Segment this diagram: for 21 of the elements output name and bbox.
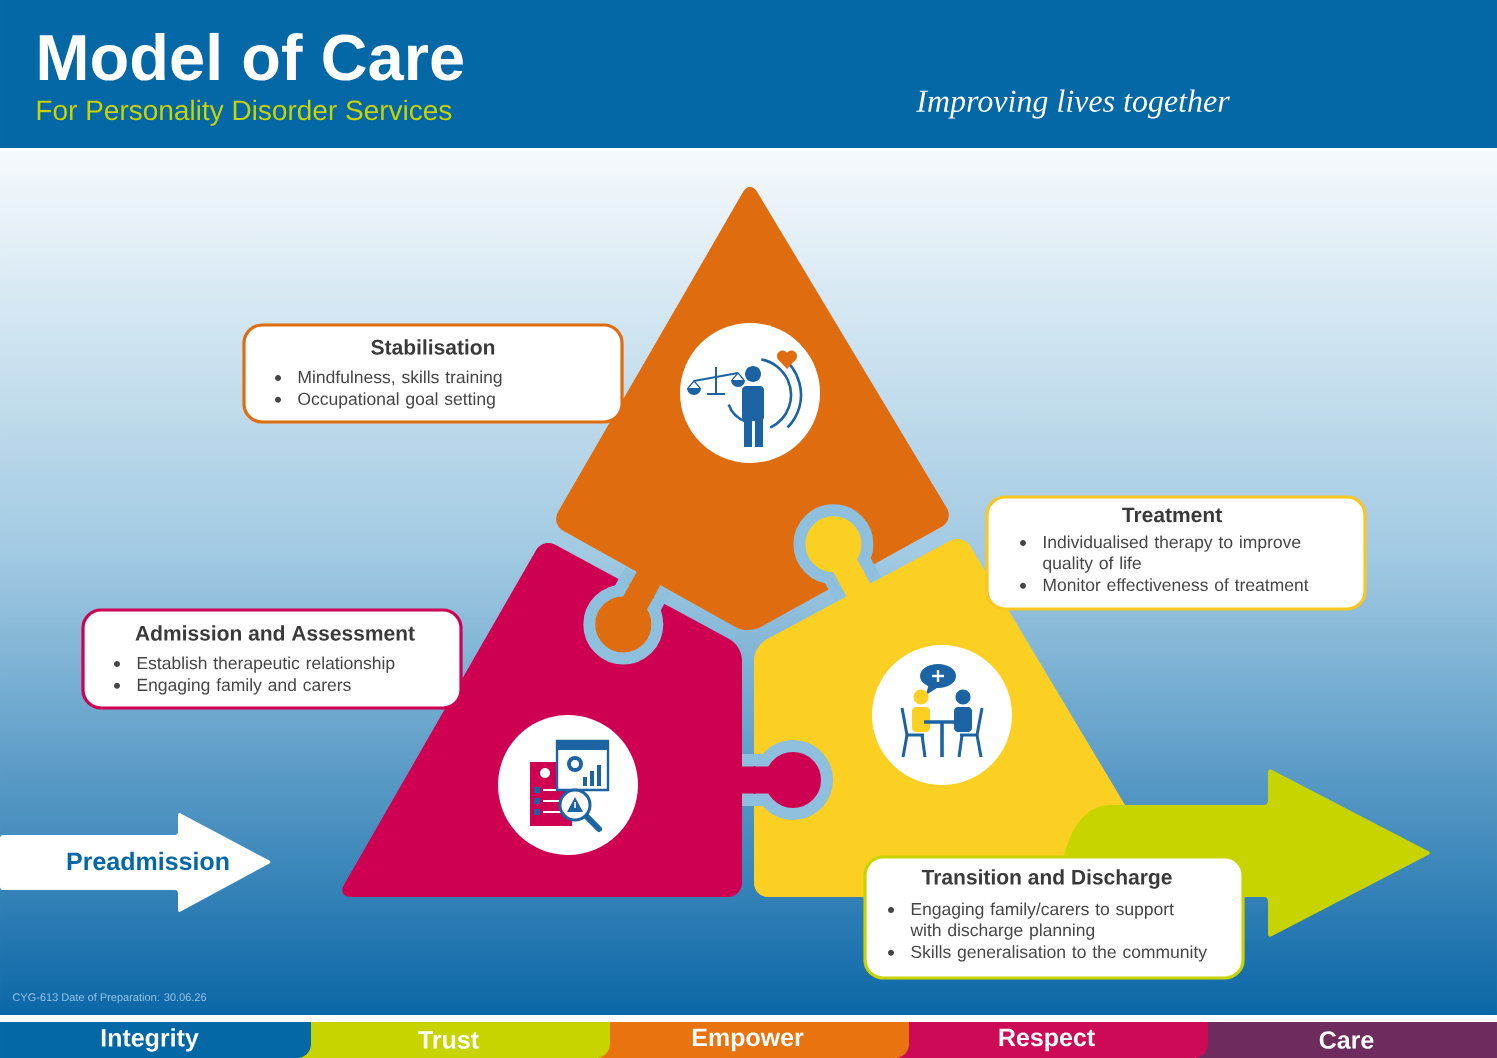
subtitle: For Personality Disorder Services [37,99,452,126]
band: Empower [598,1022,909,1058]
title: Model of Care [39,32,463,81]
box-heading: Transition and Discharge [921,869,1172,889]
band: Care [1196,1022,1497,1058]
band: Integrity [0,1022,311,1058]
box-heading: Admission and Assessment [135,625,415,641]
list-item: Individualised therapy to improve quality of life [1043,535,1301,573]
list-item: Skills generalisation to the community [911,945,1207,962]
list-item: Engaging family and carers [137,678,351,695]
list-item: Occupational goal setting [298,392,495,409]
list-item: Mindfulness, skills training [298,370,502,387]
tagline: Improving lives together [916,89,1230,119]
band: Trust [299,1022,610,1058]
list-item: Monitor effectiveness of treatment [1043,578,1309,592]
band: Respect [897,1022,1208,1058]
footnote: CYG-613 Date of Preparation: 30.06.26 [12,993,207,1004]
list-item: Establish therapeutic relationship [137,656,395,673]
list-item: Engaging family/carers to support with discharge planning [910,902,1174,940]
box-heading: Stabilisation [371,339,495,355]
box-heading: Treatment [1122,507,1222,523]
